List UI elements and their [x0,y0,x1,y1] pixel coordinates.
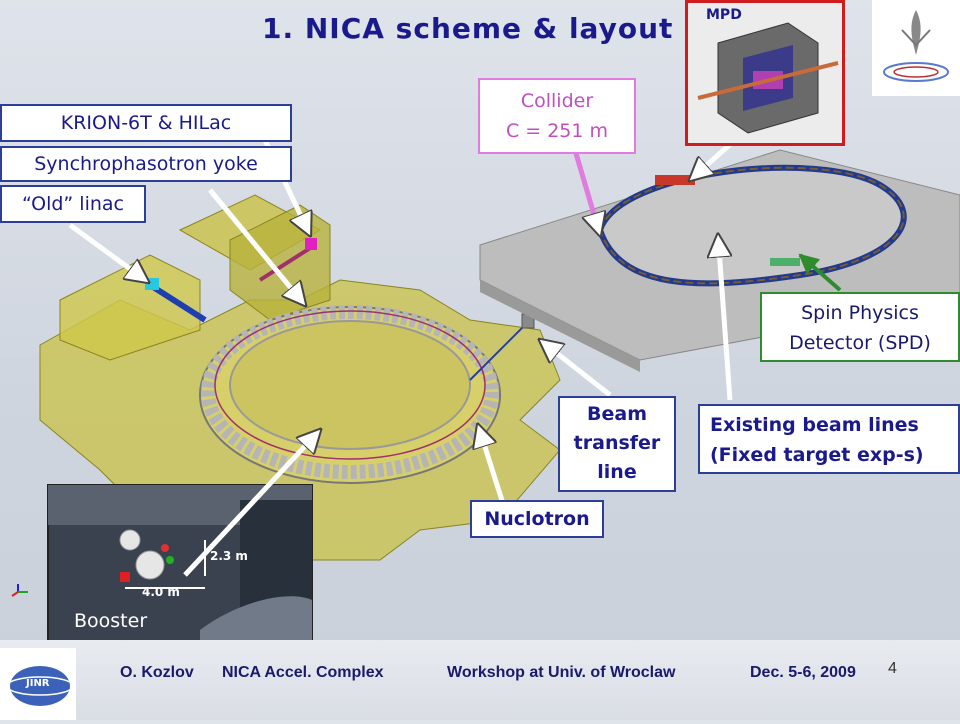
booster-width-dimension: 4.0 m [142,585,180,599]
spd-label: Spin Physics Detector (SPD) [760,292,960,362]
beam-transfer-label-line2: transfer [573,432,661,454]
existing-beam-lines-line1: Existing beam lines [710,414,919,436]
page-number: 4 [888,660,897,677]
mpd-label: MPD [706,7,742,23]
spd-label-line2: Detector (SPD) [789,332,931,354]
collider-label-line1: Collider [520,90,594,112]
beam-transfer-label-line3: line [597,461,637,483]
linac-devices [145,238,317,323]
footer-author: O. Kozlov [120,664,194,681]
emblem-icon [883,10,949,82]
jinr-logo: JINR [0,648,76,720]
synchrophasotron-yoke-label: Synchrophasotron yoke [0,146,292,182]
collider-label-line2: C = 251 m [505,120,609,142]
booster-inset [47,484,313,642]
mpd-inset: MPD [685,0,845,146]
beam-transfer-label-line1: Beam [587,403,647,425]
footer-project: NICA Accel. Complex [222,664,384,681]
jinr-logo-icon [6,666,74,706]
booster-label: Booster [74,610,148,632]
mpd-detector-drawing [697,22,839,134]
krion-label: KRION-6T & HILac [0,104,292,142]
jinr-logo-text: JINR [26,678,50,689]
axis-triad-icon [11,584,28,597]
footer-date: Dec. 5-6, 2009 [750,664,856,681]
jinr-emblem-logo [872,0,960,96]
existing-beam-lines-line2: (Fixed target exp-s) [710,444,924,466]
beam-transfer-label: Beam transfer line [558,396,676,492]
footer-event: Workshop at Univ. of Wroclaw [447,664,676,681]
leader-arrows [68,138,842,577]
old-linac-label: “Old” linac [0,185,146,223]
footer-bar [0,640,960,720]
page-title: 1. NICA scheme & layout [262,12,674,45]
spd-label-line1: Spin Physics [801,302,919,324]
nuclotron-label: Nuclotron [470,500,604,538]
existing-beam-lines-label: Existing beam lines (Fixed target exp-s) [698,404,960,474]
nuclotron-ring [199,305,501,484]
booster-height-dimension: 2.3 m [210,549,248,563]
collider-label: Collider C = 251 m [478,78,636,154]
